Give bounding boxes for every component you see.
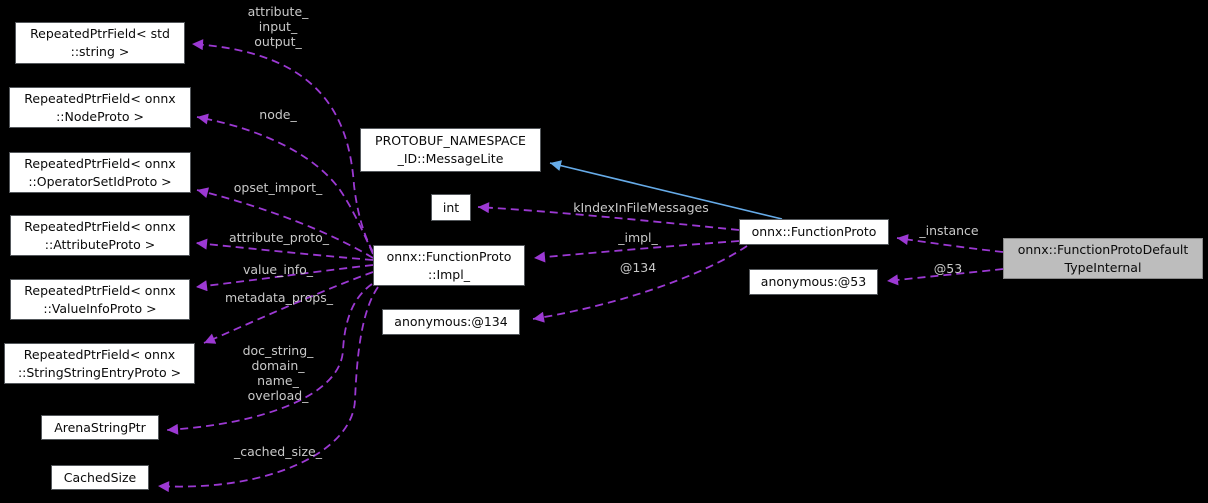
edge-label-metadataprops: metadata_props_	[225, 290, 333, 305]
node-label: ::StringStringEntryProto >	[17, 364, 182, 380]
node-anonymous-53[interactable]: anonymous:@53	[749, 269, 878, 295]
node-repeated-ptr-field-value-info-proto[interactable]: RepeatedPtrField< onnx::ValueInfoProto >	[10, 279, 190, 320]
node-label: int	[442, 199, 460, 215]
edge-label-attribute: attribute_input_output_	[247, 4, 309, 49]
edge-onnx-function-proto-impl-to-repeated-ptr-field-attribute-proto	[195, 238, 374, 261]
edge-onnx-function-proto-impl-to-repeated-ptr-field-value-info-proto	[195, 264, 374, 292]
node-label: ::ValueInfoProto >	[43, 300, 157, 316]
node-onnx-function-proto[interactable]: onnx::FunctionProto	[739, 219, 889, 245]
edge-label-attributeproto: attribute_proto_	[228, 230, 330, 245]
edge-onnx-function-proto-to-int	[477, 202, 740, 231]
node-protobuf-namespace-id-message-lite[interactable]: PROTOBUF_NAMESPACE_ID::MessageLite	[360, 128, 541, 172]
edge-label-53: @53	[933, 261, 963, 276]
node-label: CachedSize	[63, 469, 137, 485]
edge-label-valueinfo: value_info_	[242, 262, 314, 277]
node-repeated-ptr-field-node-proto[interactable]: RepeatedPtrField< onnx::NodeProto >	[9, 87, 191, 128]
node-label: ::AttributeProto >	[44, 236, 156, 252]
edge-label-cachedsize: _cached_size_	[234, 444, 322, 459]
edge-label-node: node_	[259, 107, 297, 122]
edge-onnx-function-proto-to-protobuf-namespace-id-message-lite	[549, 160, 783, 220]
node-label: anonymous:@134	[394, 314, 508, 329]
node-int[interactable]: int	[431, 194, 471, 221]
edge-onnx-function-proto-default-type-internal-to-onnx-function-proto	[896, 234, 1004, 253]
node-repeated-ptr-field-operator-set-id-proto[interactable]: RepeatedPtrField< onnx::OperatorSetIdPro…	[9, 152, 191, 193]
node-onnx-function-proto-impl[interactable]: onnx::FunctionProto::Impl_	[373, 245, 525, 286]
edge-onnx-function-proto-impl-to-cached-size	[157, 286, 379, 493]
edge-onnx-function-proto-default-type-internal-to-anonymous-53	[886, 268, 1004, 286]
node-repeated-ptr-field-std-string[interactable]: RepeatedPtrField< std::string >	[15, 22, 185, 64]
node-label: ArenaStringPtr	[54, 419, 146, 435]
node-label: ::Impl_	[428, 266, 470, 282]
node-label: RepeatedPtrField< std	[30, 26, 170, 41]
node-label: ::NodeProto >	[56, 108, 144, 124]
node-repeated-ptr-field-string-string-entry-proto[interactable]: RepeatedPtrField< onnx::StringStringEntr…	[4, 343, 195, 384]
edge-label-impl: _impl_	[618, 230, 658, 245]
edge-label-kindexinfilemessages: kIndexInFileMessages	[573, 200, 709, 215]
node-label: RepeatedPtrField< onnx	[23, 346, 176, 362]
node-label: PROTOBUF_NAMESPACE	[375, 133, 526, 148]
edge-label-docstring: doc_string_domain_name_overload_	[242, 343, 314, 403]
edge-onnx-function-proto-impl-to-repeated-ptr-field-std-string	[191, 39, 374, 253]
node-label: onnx::FunctionProto	[751, 224, 877, 239]
edge-label-opsetimport: opset_import_	[233, 180, 323, 195]
node-cached-size[interactable]: CachedSize	[51, 465, 149, 490]
node-label: onnx::FunctionProto	[386, 248, 512, 264]
node-label: ::OperatorSetIdProto >	[28, 173, 172, 189]
node-arena-string-ptr[interactable]: ArenaStringPtr	[41, 415, 159, 440]
node-label: RepeatedPtrField< onnx	[24, 282, 176, 298]
node-label: RepeatedPtrField< onnx	[24, 155, 176, 171]
node-anonymous-134[interactable]: anonymous:@134	[382, 309, 520, 335]
edge-onnx-function-proto-to-anonymous-134	[532, 245, 748, 323]
node-label: RepeatedPtrField< onnx	[24, 218, 176, 234]
node-label: RepeatedPtrField< onnx	[24, 90, 176, 106]
edge-onnx-function-proto-impl-to-repeated-ptr-field-node-proto	[196, 113, 374, 255]
node-label: onnx::FunctionProtoDefault	[1017, 241, 1189, 257]
edge-onnx-function-proto-impl-to-repeated-ptr-field-operator-set-id-proto	[196, 187, 374, 259]
edge-onnx-function-proto-impl-to-arena-string-ptr	[166, 283, 373, 435]
node-label: anonymous:@53	[760, 274, 867, 289]
node-label: ::string >	[70, 44, 130, 59]
node-repeated-ptr-field-attribute-proto[interactable]: RepeatedPtrField< onnx::AttributeProto >	[10, 215, 190, 256]
edge-label-instance: _instance	[919, 223, 979, 238]
edge-onnx-function-proto-impl-to-repeated-ptr-field-string-string-entry-proto	[203, 271, 374, 344]
edge-label-134: @134	[619, 260, 657, 275]
node-label: TypeInternal	[1064, 259, 1142, 275]
node-label: _ID::MessageLite	[397, 151, 504, 166]
